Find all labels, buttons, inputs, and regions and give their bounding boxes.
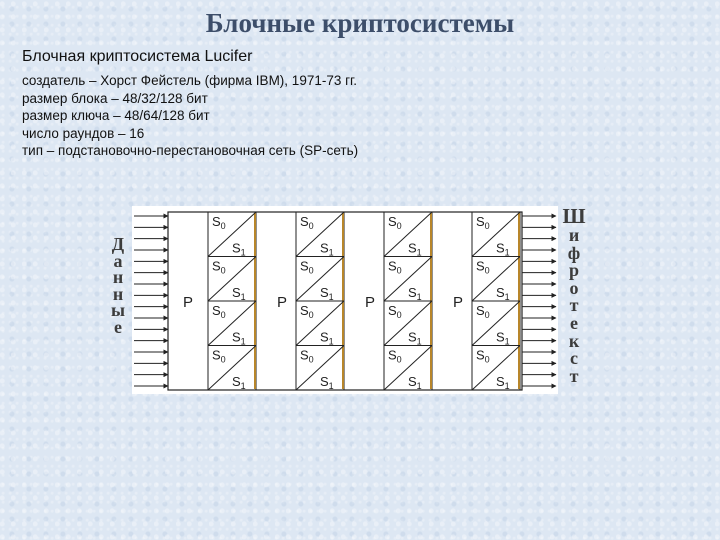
s-box-diagonal: [207, 345, 257, 391]
spec-item-rounds: число раундов – 16: [22, 125, 145, 141]
s-box-diagonal: [207, 300, 257, 346]
p-block-label: P: [453, 294, 463, 311]
diagram-frame: [132, 206, 558, 394]
s-box-diagonal: [383, 256, 433, 302]
p-block-label: P: [183, 294, 193, 311]
s-box-diagonal: [383, 300, 433, 346]
s-box-diagonal: [207, 211, 257, 257]
s-box-diagonal: [383, 345, 433, 391]
s-box-diagonal: [295, 345, 345, 391]
s-box-diagonal: [471, 300, 521, 346]
slide-subtitle: Блочная криптосистема Lucifer: [22, 48, 253, 65]
network-border: [167, 211, 523, 391]
p-block-label: P: [365, 294, 375, 311]
s-box-diagonal: [471, 211, 521, 257]
spec-item-key-size: размер ключа – 48/64/128 бит: [22, 108, 210, 123]
spec-item-creator: создатель – Хорст Фейстель (фирма IBM), …: [22, 73, 358, 88]
spec-item-type: тип – подстановочно-перестановочная сеть…: [22, 143, 359, 158]
s-box-diagonal: [471, 345, 521, 391]
spec-item-block-size: размер блока – 48/32/128 бит: [22, 90, 208, 106]
s-box-diagonal: [383, 211, 433, 257]
input-label-data: Д а н н ы е: [110, 234, 126, 337]
output-label-ciphertext: Ш и ф р о т е к с т: [562, 204, 586, 386]
s-box-diagonal: [295, 211, 345, 257]
spec-list: создатель – Хорст Фейстель (фирма IBM), …: [22, 72, 358, 160]
s-box-diagonal: [295, 300, 345, 346]
s-box-diagonal: [295, 256, 345, 302]
slide-title: Блочные криптосистемы: [205, 8, 515, 38]
s-box-diagonal: [471, 256, 521, 302]
s-box-diagonal: [207, 256, 257, 302]
p-block-label: P: [277, 294, 287, 311]
